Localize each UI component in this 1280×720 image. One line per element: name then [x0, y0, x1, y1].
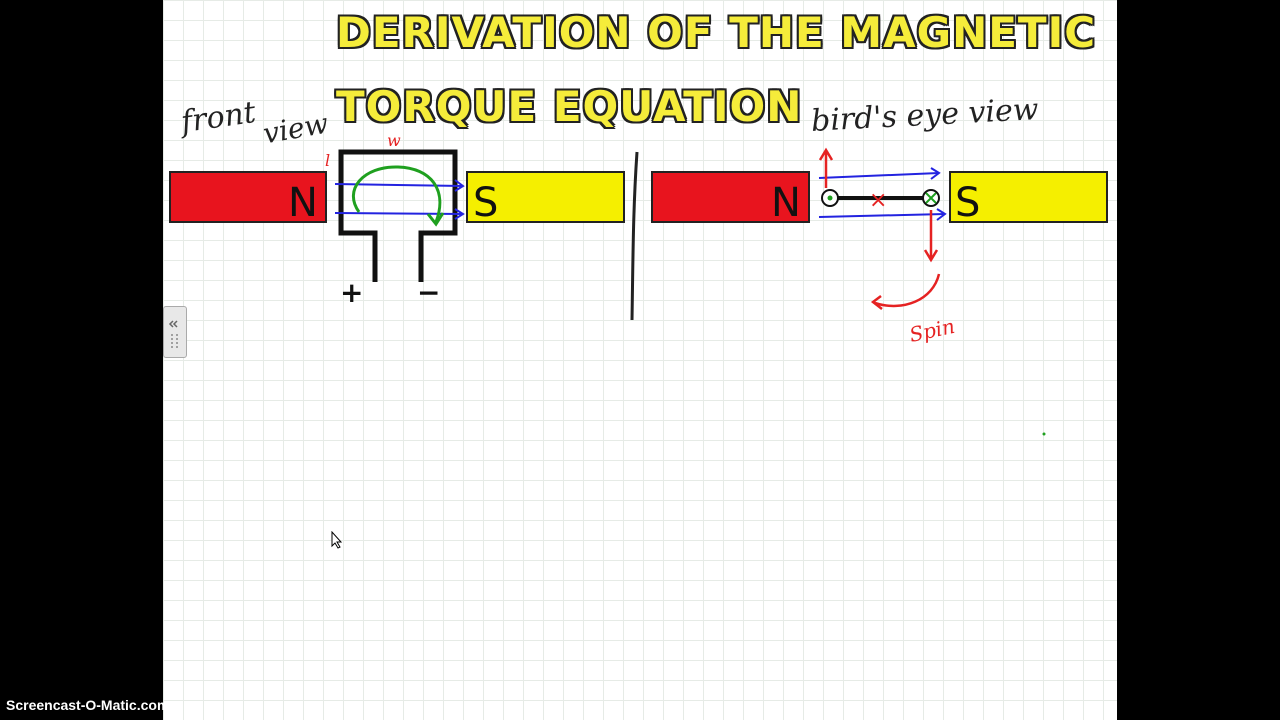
minus-terminal: − — [417, 276, 440, 309]
force-up-arrow — [818, 147, 834, 188]
whiteboard-canvas[interactable]: DERIVATION OF THE MAGNETIC TORQUE EQUATI… — [163, 0, 1117, 720]
view-divider — [630, 151, 639, 321]
watermark: Screencast-O-Matic.com — [6, 697, 170, 713]
force-down-arrow — [923, 210, 939, 263]
south-pole-top: S — [955, 180, 980, 226]
center-mark: × — [869, 188, 887, 213]
south-magnet-top — [949, 171, 1108, 223]
chevron-left-icon — [168, 320, 178, 348]
north-magnet-front — [169, 171, 327, 223]
width-label: w — [387, 131, 401, 150]
field-lines-top — [818, 167, 947, 221]
mouse-cursor-icon — [331, 531, 343, 549]
panel-collapse-handle[interactable] — [163, 306, 187, 358]
title-line-1: DERIVATION OF THE MAGNETIC — [336, 8, 1097, 57]
spin-arrow — [874, 273, 941, 308]
title-line-2: TORQUE EQUATION — [336, 82, 803, 131]
north-pole-top: N — [771, 180, 801, 226]
diagram-drawing: w l + − N S N S × Spin — [169, 131, 1108, 436]
south-magnet-front — [466, 171, 625, 223]
spin-label: Spin — [907, 314, 957, 347]
length-label: l — [325, 151, 330, 170]
rotation-arrow — [352, 165, 442, 223]
south-pole-front: S — [473, 180, 498, 226]
north-magnet-top — [651, 171, 810, 223]
coil-loop — [338, 149, 458, 282]
north-pole-front: N — [288, 180, 318, 226]
plus-terminal: + — [340, 276, 363, 309]
